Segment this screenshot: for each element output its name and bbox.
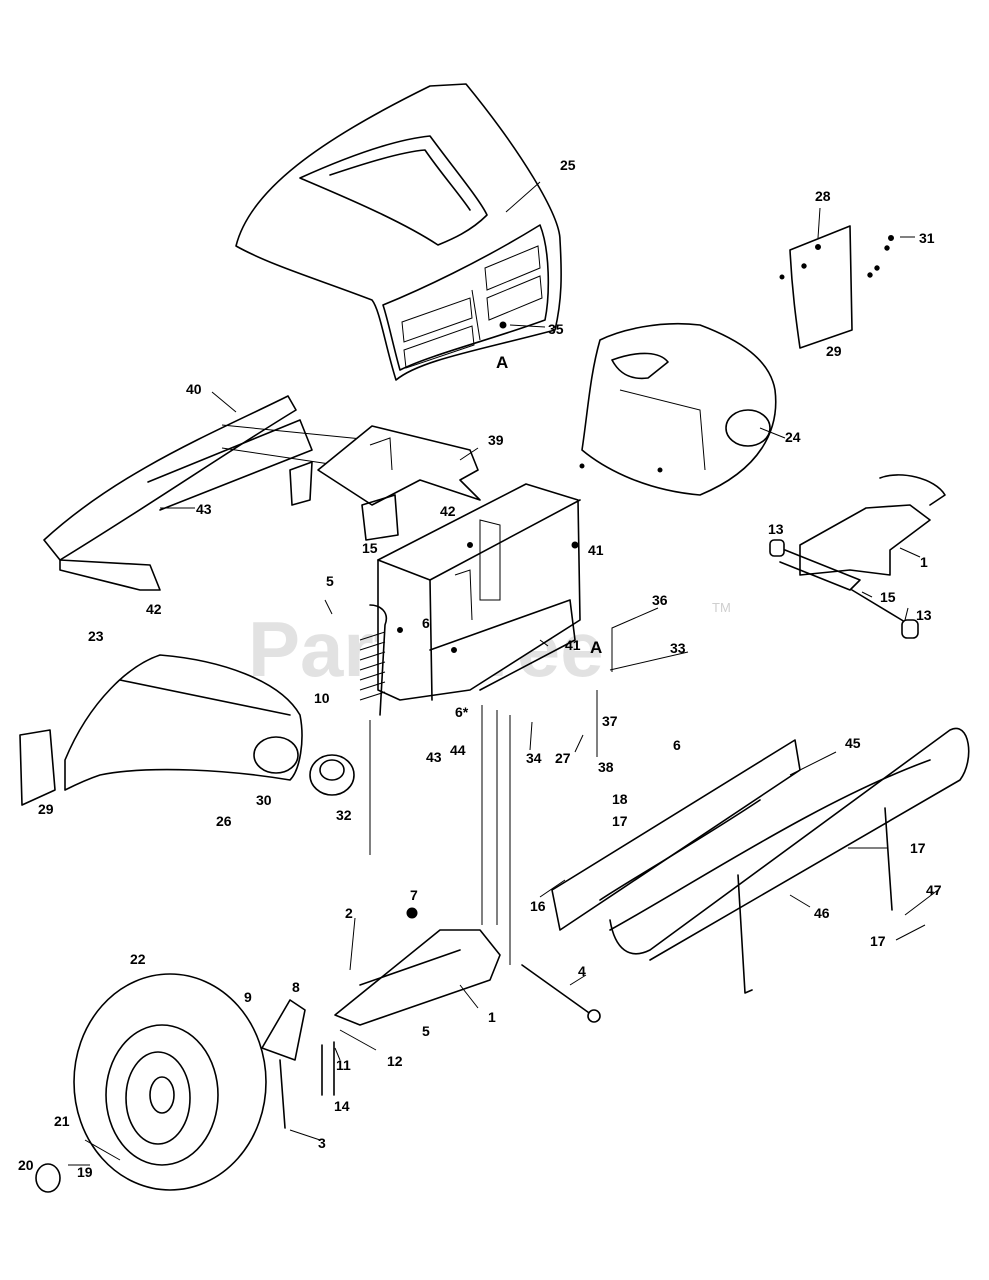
callout-label[interactable]: 42 <box>440 503 456 519</box>
callout-label[interactable]: 22 <box>130 951 146 967</box>
callout-label[interactable]: 32 <box>336 807 352 823</box>
callout-label[interactable]: 4 <box>578 963 586 979</box>
callout-label[interactable]: 1 <box>920 554 928 570</box>
callout-label[interactable]: 8 <box>292 979 300 995</box>
fender[interactable] <box>64 654 303 791</box>
callout-label[interactable]: 9 <box>244 989 252 1005</box>
bushing-tube[interactable] <box>321 1041 335 1096</box>
front-bumper[interactable] <box>551 727 970 994</box>
callout-label[interactable]: 17 <box>612 813 628 829</box>
vertical-guides <box>481 705 511 965</box>
callout-label[interactable]: 14 <box>334 1098 350 1114</box>
callout-label[interactable]: 6 <box>422 615 430 631</box>
callout-label[interactable]: 39 <box>488 432 504 448</box>
hub-cap[interactable] <box>35 1163 61 1193</box>
callout-label[interactable]: 30 <box>256 792 272 808</box>
watermark-tm: TM <box>712 600 731 615</box>
callout-label[interactable]: 41 <box>588 542 604 558</box>
callout-label[interactable]: 38 <box>598 759 614 775</box>
support-bracket[interactable] <box>317 425 481 541</box>
axle-pivot-bolt[interactable] <box>521 964 601 1023</box>
grille-bar[interactable] <box>43 395 373 591</box>
callout-label[interactable]: 6* <box>455 704 469 720</box>
callout-label[interactable]: 17 <box>870 933 886 949</box>
callout-label[interactable]: 15 <box>880 589 896 605</box>
callout-label[interactable]: 12 <box>387 1053 403 1069</box>
callout-label[interactable]: 33 <box>670 640 686 656</box>
callout-label[interactable]: 36 <box>652 592 668 608</box>
callout-label[interactable]: 1 <box>488 1009 496 1025</box>
rear-axle[interactable] <box>769 474 946 639</box>
callout-label[interactable]: 15 <box>362 540 378 556</box>
callout-label[interactable]: 23 <box>88 628 104 644</box>
callout-label[interactable]: 42 <box>146 601 162 617</box>
callout-label[interactable]: 10 <box>314 690 330 706</box>
callout-label[interactable]: 21 <box>54 1113 70 1129</box>
callout-label[interactable]: 11 <box>336 1057 351 1073</box>
callout-label[interactable]: 17 <box>910 840 926 856</box>
callout-labels: 25 28 31 29 35 24 40 39 43 15 42 41 13 1… <box>18 157 942 1180</box>
callout-label[interactable]: 5 <box>422 1023 430 1039</box>
callout-label[interactable]: 13 <box>768 521 784 537</box>
front-axle[interactable] <box>334 907 501 1026</box>
callout-label[interactable]: 46 <box>814 905 830 921</box>
light-lens[interactable] <box>309 754 355 796</box>
callout-label[interactable]: 43 <box>196 501 212 517</box>
reference-mark-a: A <box>496 353 508 372</box>
callout-label[interactable]: 5 <box>326 573 334 589</box>
callout-label[interactable]: 3 <box>318 1135 326 1151</box>
callout-label[interactable]: 28 <box>815 188 831 204</box>
callout-label[interactable]: 47 <box>926 882 942 898</box>
callout-label[interactable]: 43 <box>426 749 442 765</box>
callout-label[interactable]: 6 <box>673 737 681 753</box>
callout-label[interactable]: 34 <box>526 750 542 766</box>
main-frame[interactable] <box>377 483 581 701</box>
callout-label[interactable]: 16 <box>530 898 546 914</box>
callout-label[interactable]: 45 <box>845 735 861 751</box>
reference-marks: A A <box>496 353 602 657</box>
callout-label[interactable]: 29 <box>826 343 842 359</box>
side-panel-lower[interactable] <box>19 729 56 806</box>
callout-label[interactable]: 26 <box>216 813 232 829</box>
callout-label[interactable]: 2 <box>345 905 353 921</box>
callout-label[interactable]: 19 <box>77 1164 93 1180</box>
callout-label[interactable]: 31 <box>919 230 935 246</box>
dash-console[interactable] <box>579 322 777 496</box>
callout-label[interactable]: 35 <box>548 321 564 337</box>
leader-lines <box>68 181 939 1166</box>
hood-part[interactable] <box>235 83 562 381</box>
coil-spring[interactable] <box>359 604 388 855</box>
callout-label[interactable]: 37 <box>602 713 618 729</box>
callout-label[interactable]: 18 <box>612 791 628 807</box>
reference-mark-a: A <box>590 638 602 657</box>
front-wheel[interactable] <box>73 973 267 1191</box>
side-panel-upper[interactable] <box>779 225 894 349</box>
callout-label[interactable]: 27 <box>555 750 571 766</box>
callout-label[interactable]: 44 <box>450 742 466 758</box>
callout-label[interactable]: 25 <box>560 157 576 173</box>
callout-label[interactable]: 41 <box>565 637 581 653</box>
callout-label[interactable]: 24 <box>785 429 801 445</box>
callout-label[interactable]: 7 <box>410 887 418 903</box>
spindle[interactable] <box>261 999 306 1129</box>
callout-label[interactable]: 29 <box>38 801 54 817</box>
callout-label[interactable]: 40 <box>186 381 202 397</box>
callout-label[interactable]: 20 <box>18 1157 34 1173</box>
callout-label[interactable]: 13 <box>916 607 932 623</box>
